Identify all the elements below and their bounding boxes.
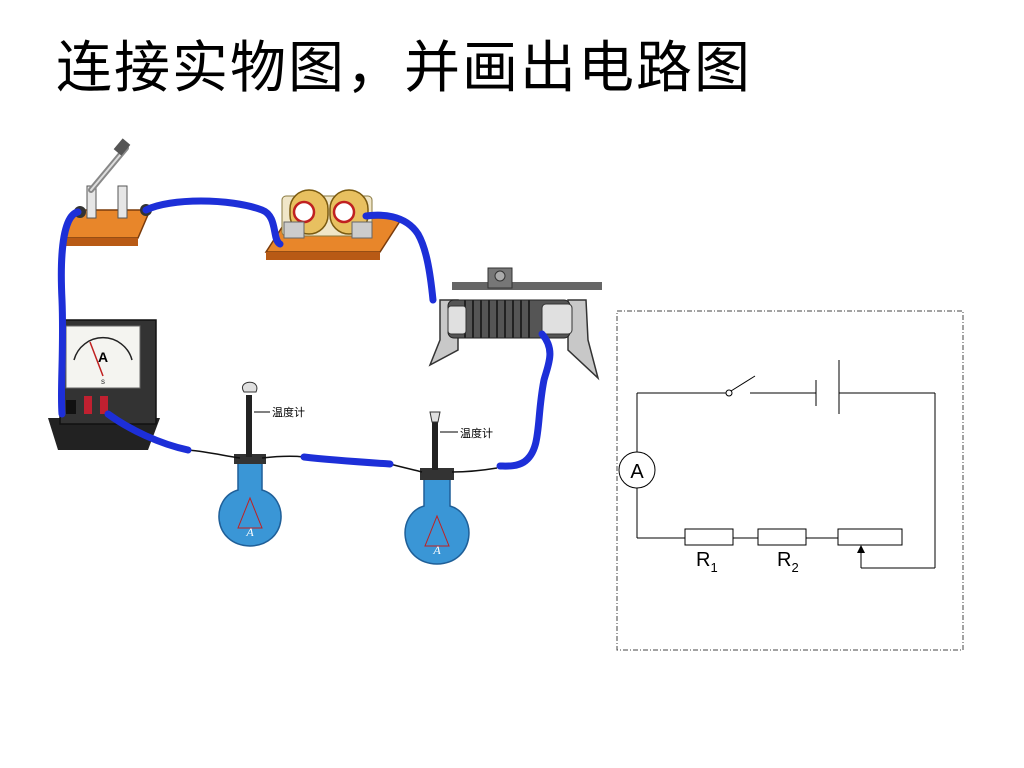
circuit-frame <box>616 310 964 651</box>
connecting-wires <box>57 197 554 470</box>
circuit-diagram: A R1 R2 <box>616 310 964 651</box>
resistor-r1 <box>684 528 734 546</box>
rheostat-arrow-icon <box>857 545 865 553</box>
flask-2-label: A <box>432 543 441 557</box>
page-title: 连接实物图，并画出电路图 <box>56 36 752 101</box>
ammeter-unit-label: s <box>101 377 105 386</box>
ammeter-face-label: A <box>98 349 108 365</box>
switch-blade <box>730 375 756 392</box>
switch-pivot <box>725 389 733 397</box>
flask-2: A 温度计 <box>404 411 493 565</box>
r1-label: R1 <box>696 549 718 575</box>
ammeter-symbol <box>618 451 656 489</box>
rheostat-symbol <box>837 528 903 546</box>
flask-1: A 温度计 <box>218 381 305 547</box>
rheostat <box>428 267 602 381</box>
circuit-ammeter-label: A <box>630 461 644 483</box>
r2-label: R2 <box>777 549 799 575</box>
flask-1-label: A <box>245 525 254 539</box>
resistor-r2 <box>757 528 807 546</box>
thermometer-1-label: 温度计 <box>272 405 305 419</box>
battery-holder <box>264 189 404 260</box>
knife-switch <box>61 138 152 246</box>
ammeter: A s <box>48 319 160 450</box>
thermometer-2-label: 温度计 <box>460 426 493 440</box>
